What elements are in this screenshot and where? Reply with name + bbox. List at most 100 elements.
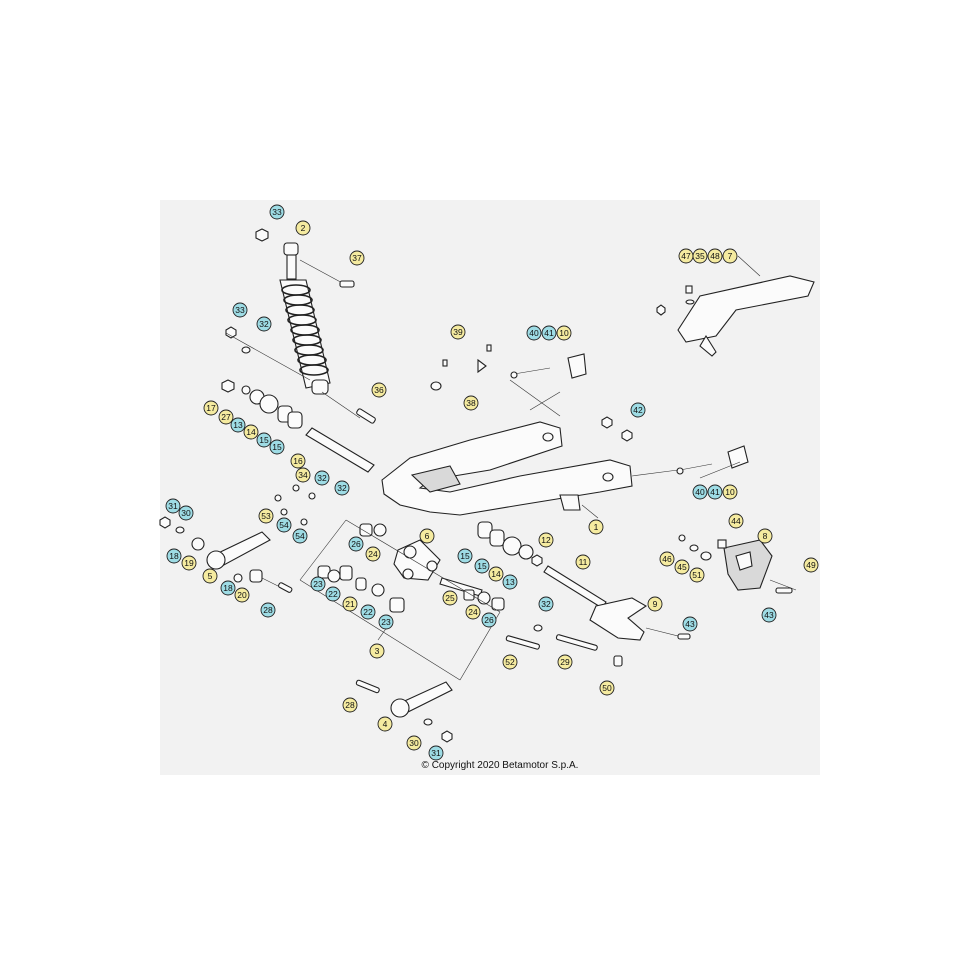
svg-text:22: 22 (328, 589, 338, 599)
svg-text:30: 30 (181, 508, 191, 518)
callout: 26 (481, 612, 497, 628)
svg-text:38: 38 (466, 398, 476, 408)
callout: 44 (728, 513, 744, 529)
callout: 10 (556, 325, 572, 341)
svg-text:32: 32 (259, 319, 269, 329)
svg-text:32: 32 (541, 599, 551, 609)
svg-text:26: 26 (351, 539, 361, 549)
callout: 20 (234, 587, 250, 603)
svg-text:31: 31 (168, 501, 178, 511)
svg-text:15: 15 (477, 561, 487, 571)
svg-text:7: 7 (728, 251, 733, 261)
svg-text:54: 54 (295, 531, 305, 541)
callout: 28 (342, 697, 358, 713)
svg-text:29: 29 (560, 657, 570, 667)
svg-text:8: 8 (763, 531, 768, 541)
callout: 23 (378, 614, 394, 630)
callout: 2 (295, 220, 311, 236)
callout: 35 (692, 248, 708, 264)
svg-text:34: 34 (298, 470, 308, 480)
callout: 52 (502, 654, 518, 670)
callout: 36 (371, 382, 387, 398)
svg-text:32: 32 (317, 473, 327, 483)
svg-text:15: 15 (272, 442, 282, 452)
callout: 24 (365, 546, 381, 562)
svg-text:47: 47 (681, 251, 691, 261)
svg-text:15: 15 (460, 551, 470, 561)
callout: 39 (450, 324, 466, 340)
callout: 22 (360, 604, 376, 620)
svg-text:43: 43 (685, 619, 695, 629)
svg-text:20: 20 (237, 590, 247, 600)
svg-text:53: 53 (261, 511, 271, 521)
svg-text:14: 14 (491, 569, 501, 579)
callout: 4 (377, 716, 393, 732)
callout: 31 (165, 498, 181, 514)
svg-text:11: 11 (579, 557, 588, 567)
callout: 14 (243, 424, 259, 440)
svg-text:44: 44 (731, 516, 741, 526)
chain-slider (677, 275, 815, 357)
callout: 33 (269, 204, 285, 220)
callout: 8 (757, 528, 773, 544)
svg-text:28: 28 (263, 605, 273, 615)
callout: 14 (488, 566, 504, 582)
callout: 13 (502, 574, 518, 590)
callout: 42 (630, 402, 646, 418)
callout: 25 (442, 590, 458, 606)
svg-text:41: 41 (544, 328, 554, 338)
callout: 45 (674, 559, 690, 575)
linkage-rod-5 (206, 531, 271, 570)
svg-text:19: 19 (184, 558, 194, 568)
svg-text:41: 41 (710, 487, 720, 497)
callout: 31 (428, 745, 444, 761)
svg-text:40: 40 (529, 328, 539, 338)
copyright-notice: © Copyright 2020 Betamotor S.p.A. (421, 760, 579, 771)
svg-text:39: 39 (453, 327, 463, 337)
callout: 54 (292, 528, 308, 544)
callout: 28 (260, 602, 276, 618)
svg-text:17: 17 (206, 403, 216, 413)
callout: 41 (541, 325, 557, 341)
callout: 40 (692, 484, 708, 500)
callout: 38 (463, 395, 479, 411)
svg-text:40: 40 (695, 487, 705, 497)
svg-text:16: 16 (293, 456, 303, 466)
callout: 23 (310, 576, 326, 592)
svg-text:26: 26 (484, 615, 494, 625)
callout: 29 (557, 654, 573, 670)
svg-text:6: 6 (425, 531, 430, 541)
callout: 10 (722, 484, 738, 500)
svg-text:12: 12 (541, 535, 551, 545)
callout: 41 (707, 484, 723, 500)
callout: 12 (538, 532, 554, 548)
callout: 32 (334, 480, 350, 496)
chain-guide-8 (723, 539, 773, 591)
callout: 46 (659, 551, 675, 567)
svg-text:46: 46 (662, 554, 672, 564)
svg-text:13: 13 (233, 420, 243, 430)
callout: 54 (276, 517, 292, 533)
callout: 51 (689, 567, 705, 583)
callout: 32 (538, 596, 554, 612)
callout: 7 (722, 248, 738, 264)
callout: 32 (314, 470, 330, 486)
svg-text:27: 27 (221, 412, 231, 422)
svg-text:33: 33 (235, 305, 245, 315)
svg-text:14: 14 (246, 427, 256, 437)
callout: 27 (218, 409, 234, 425)
svg-text:43: 43 (764, 610, 774, 620)
callout: 34 (295, 467, 311, 483)
svg-text:31: 31 (431, 748, 441, 758)
svg-text:4: 4 (383, 719, 388, 729)
svg-text:9: 9 (653, 599, 658, 609)
callout: 40 (526, 325, 542, 341)
svg-text:51: 51 (692, 570, 702, 580)
svg-text:45: 45 (677, 562, 687, 572)
callout: 6 (419, 528, 435, 544)
callouts: 33 2 37 33 32 36 17 27 13 14 15 15 16 34… (165, 204, 819, 761)
callout: 33 (232, 302, 248, 318)
callout: 30 (406, 735, 422, 751)
svg-text:49: 49 (806, 560, 816, 570)
